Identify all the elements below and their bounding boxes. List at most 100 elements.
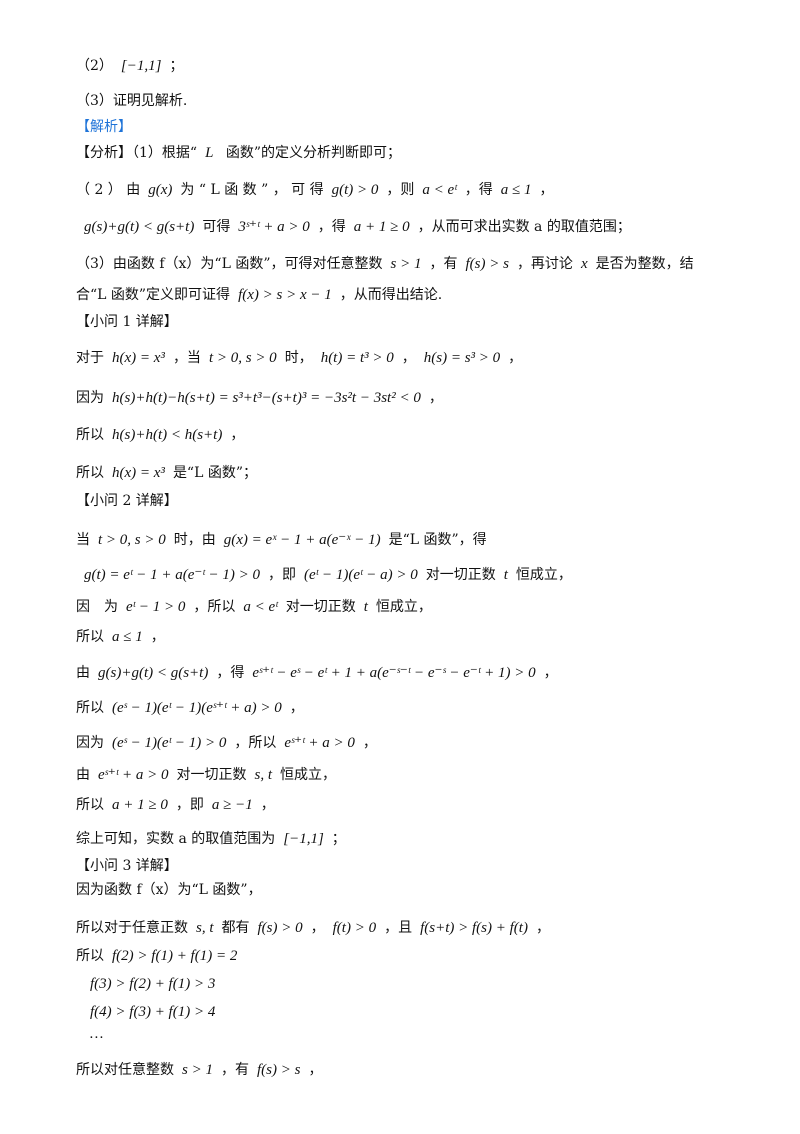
formula: L: [205, 145, 214, 161]
text-segment: ，再讨论: [516, 256, 573, 272]
formula: (eˢ − 1)(eᵗ − 1) > 0: [112, 735, 227, 751]
formula: x: [580, 256, 588, 272]
text-segment: ，: [362, 735, 377, 751]
text-segment: ，且: [384, 920, 413, 936]
formula: eˢ⁺ᵗ + a > 0: [98, 767, 169, 783]
formula: 3ˢ⁺ᵗ + a > 0: [238, 219, 310, 235]
text-segment: ，从而得出结论.: [339, 287, 443, 303]
text-segment: ，: [401, 350, 416, 366]
text-segment: ，得: [216, 665, 245, 681]
text-segment: 恒成立，: [280, 767, 337, 783]
formula: s, t: [254, 767, 273, 783]
formula: h(s)+h(t)−h(s+t) = s³+t³−(s+t)³ = −3s²t …: [112, 390, 421, 406]
text-segment: 因为函数 f（x）为“L 函数”，: [76, 882, 262, 898]
text-segment: ，即: [268, 567, 297, 583]
formula: a < eᵗ: [422, 182, 457, 198]
formula: g(t) > 0: [331, 182, 379, 198]
text-segment: 恒成立，: [515, 567, 572, 583]
text-line: （3）证明见解析.: [76, 91, 187, 111]
formula: t > 0, s > 0: [98, 532, 166, 548]
text-segment: ，: [289, 700, 304, 716]
formula: f(2) > f(1) + f(1) = 2: [112, 948, 238, 964]
formula: a + 1 ≥ 0: [112, 797, 168, 813]
text-segment: 当: [76, 532, 90, 548]
text-line: 因为函数 f（x）为“L 函数”，: [76, 880, 262, 900]
text-line: 所以 a ≤ 1 ，: [76, 627, 165, 647]
formula: a < eᵗ: [243, 599, 278, 615]
formula: [−1,1]: [120, 58, 162, 74]
text-segment: 所以: [76, 700, 104, 716]
formula: g(x): [148, 182, 173, 198]
text-line: g(t) = eᵗ − 1 + a(e⁻ᵗ − 1) > 0，即(eᵗ − 1)…: [76, 565, 572, 585]
formula: …: [90, 1026, 104, 1042]
text-segment: 所以: [76, 427, 104, 443]
text-line: 所以 (eˢ − 1)(eᵗ − 1)(eˢ⁺ᵗ + a) > 0 ，: [76, 698, 304, 718]
text-segment: （ 2 ） 由: [76, 182, 141, 198]
text-segment: 【分析】（1）根据“: [76, 145, 198, 161]
text-segment: 恒成立，: [375, 599, 432, 615]
formula: g(x) = eˣ − 1 + a(e⁻ˣ − 1): [223, 532, 381, 548]
text-segment: 可得: [202, 219, 231, 235]
text-segment: 所以: [76, 797, 104, 813]
text-segment: ，从而可求出实数 a 的取值范围；: [417, 219, 631, 235]
formula: f(s) > s: [256, 1062, 301, 1078]
formula: h(s)+h(t) < h(s+t): [112, 427, 223, 443]
text-segment: ，: [535, 920, 550, 936]
text-segment: 都有: [221, 920, 250, 936]
formula: s > 1: [182, 1062, 213, 1078]
text-line: 【小问 3 详解】: [76, 856, 178, 876]
text-segment: （3）由函数 f（x）为“L 函数”，可得对任意整数: [76, 256, 383, 272]
formula: s, t: [196, 920, 214, 936]
formula: [−1,1]: [283, 831, 324, 847]
text-segment: ，: [260, 797, 275, 813]
text-segment: ，有: [220, 1062, 249, 1078]
text-segment: ，即: [175, 797, 204, 813]
text-line: 所以 a + 1 ≥ 0 ，即 a ≥ −1 ，: [76, 795, 275, 815]
text-segment: ，得: [464, 182, 493, 198]
formula: s > 1: [390, 256, 422, 272]
text-segment: 【小问 2 详解】: [76, 493, 178, 509]
formula: eˢ⁺ᵗ − eˢ − eᵗ + 1 + a(e⁻ˢ⁻ᵗ − e⁻ˢ − e⁻ᵗ…: [252, 665, 536, 681]
text-segment: 是“L 函数”，得: [388, 532, 487, 548]
text-segment: 为 “ L 函 数 ” ， 可 得: [180, 182, 324, 198]
formula: h(t) = t³ > 0: [320, 350, 394, 366]
text-segment: 对于: [76, 350, 104, 366]
text-segment: ，: [150, 629, 165, 645]
formula: (eˢ − 1)(eᵗ − 1)(eˢ⁺ᵗ + a) > 0: [112, 700, 282, 716]
text-segment: 是否为整数，结: [595, 256, 694, 272]
text-segment: 所以: [76, 629, 104, 645]
formula: a ≤ 1: [500, 182, 532, 198]
text-line: 【分析】（1）根据“L 函数”的定义分析判断即可；: [76, 143, 401, 163]
formula: a + 1 ≥ 0: [353, 219, 410, 235]
formula: t: [363, 599, 368, 615]
formula: a ≤ 1: [112, 629, 143, 645]
text-segment: ，: [230, 427, 245, 443]
formula: f(s) > 0: [257, 920, 303, 936]
text-segment: ；: [331, 831, 346, 847]
formula: (eᵗ − 1)(eᵗ − a) > 0: [304, 567, 418, 583]
text-line: （2）[−1,1]；: [76, 56, 183, 76]
text-segment: ；: [169, 58, 184, 74]
text-segment: 是“L 函数”；: [172, 465, 257, 481]
formula: a ≥ −1: [211, 797, 253, 813]
formula: eˢ⁺ᵗ + a > 0: [284, 735, 355, 751]
text-line: 综上可知，实数 a 的取值范围为[−1,1]；: [76, 829, 346, 849]
text-segment: ，则: [386, 182, 415, 198]
formula: t: [503, 567, 508, 583]
text-line: 【小问 1 详解】: [76, 312, 178, 332]
text-segment: 所以: [76, 948, 104, 964]
text-segment: ，: [308, 1062, 323, 1078]
formula: f(4) > f(3) + f(1) > 4: [90, 1004, 216, 1020]
text-segment: ，得: [317, 219, 346, 235]
text-segment: 【小问 1 详解】: [76, 314, 178, 330]
text-segment: ，: [508, 350, 523, 366]
formula: f(t) > 0: [332, 920, 377, 936]
